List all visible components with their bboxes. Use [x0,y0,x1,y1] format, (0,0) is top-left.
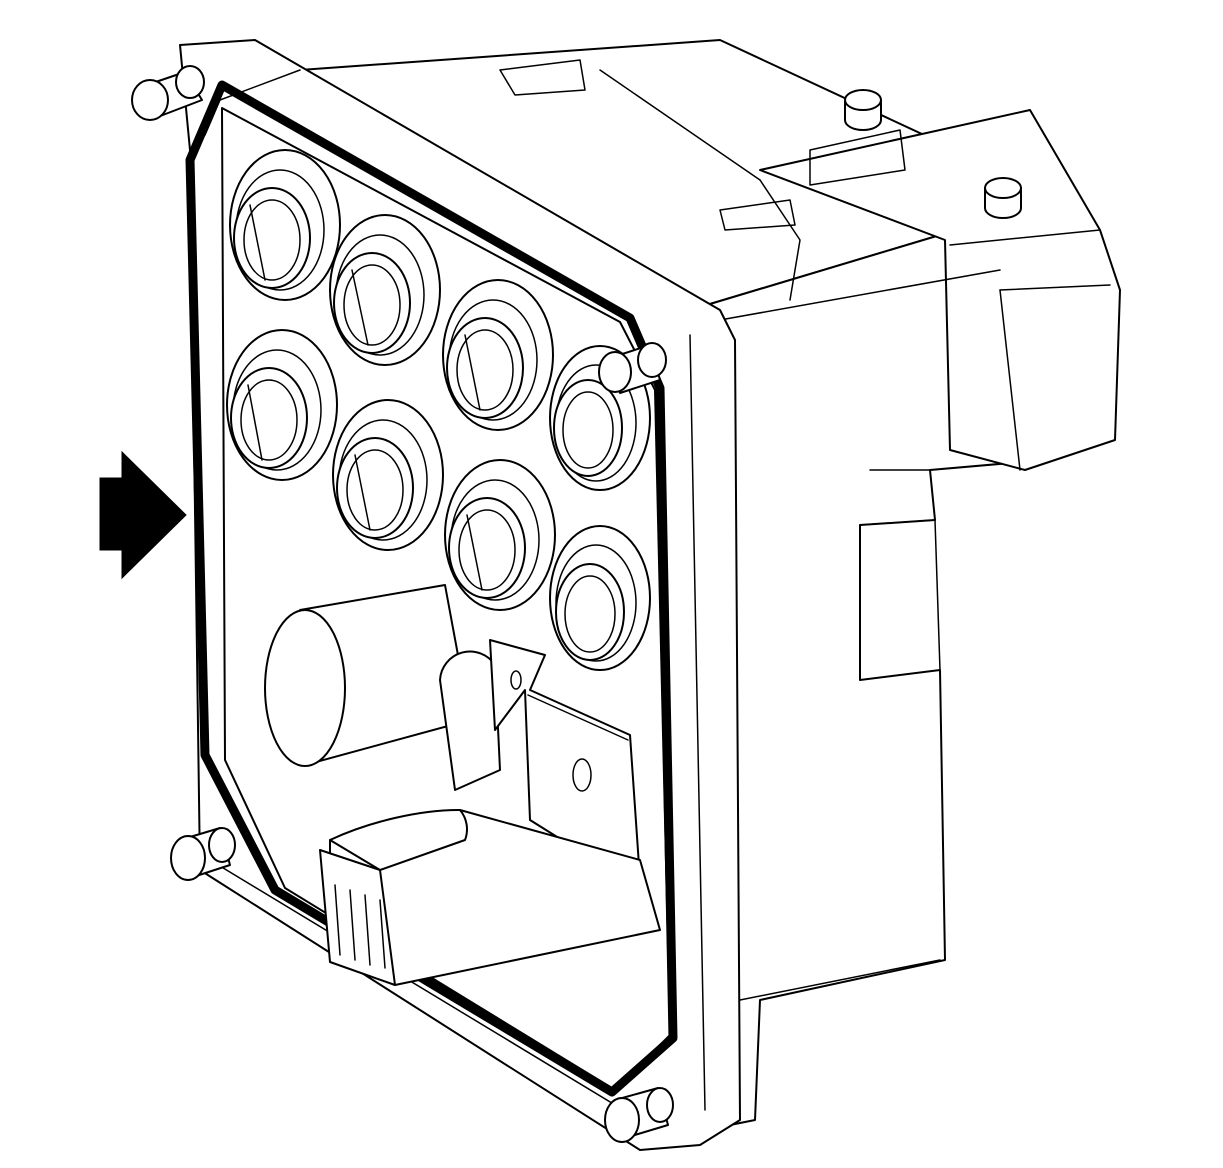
pump-motor [264,584,501,791]
stud-bottom-right [604,1087,674,1143]
port-6 [332,399,444,551]
stud-top-right-front [598,342,667,394]
stud-top-back-2 [984,177,1022,219]
port-3 [442,279,554,431]
port-7 [444,459,556,611]
gasket [185,80,678,1097]
stud-bottom-left [170,827,236,881]
stud-top-left [131,65,205,121]
port-5 [226,329,338,481]
port-8 [549,525,651,671]
stud-top-back-1 [844,89,882,131]
port-2 [329,214,441,366]
port-1 [229,149,341,301]
arrow-right-icon [99,450,187,580]
module-body [254,39,1121,1131]
wiring-connector [319,808,661,986]
